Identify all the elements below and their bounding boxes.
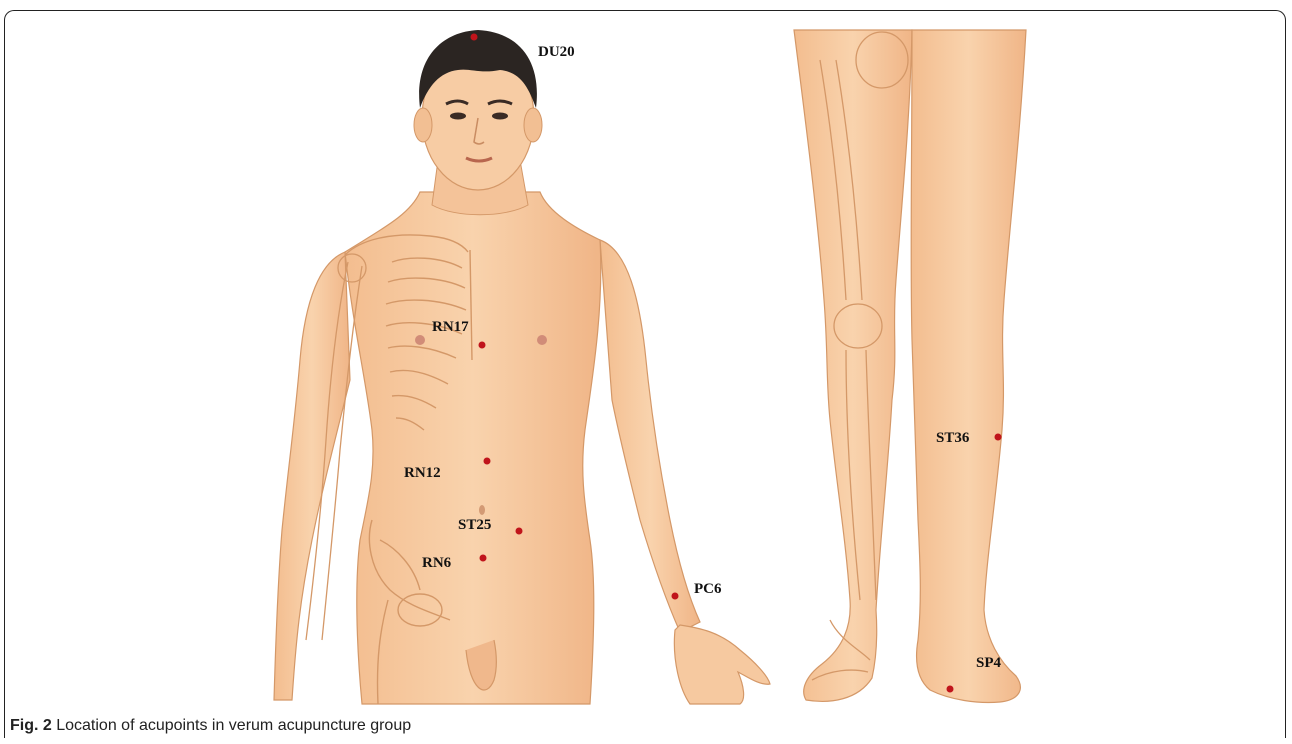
front-body-illustration: [274, 30, 770, 704]
acupoint-label: SP4: [976, 655, 1002, 671]
figure-number: Fig. 2: [10, 717, 52, 734]
acupoint-label: RN6: [422, 555, 452, 571]
caption-text: Location of acupoints in verum acupunctu…: [56, 717, 411, 734]
acupoint-label: ST25: [458, 517, 491, 533]
acupoint-label: RN12: [404, 465, 441, 481]
acupoint-label: DU20: [538, 44, 575, 60]
acupoint-marker: [947, 686, 954, 693]
acupoint-marker: [471, 34, 478, 41]
acupoint-label: ST36: [936, 430, 970, 446]
acupoint-marker: [480, 555, 487, 562]
acupoint-marker: [672, 593, 679, 600]
acupoint-marker: [995, 434, 1002, 441]
acupoint-marker: [479, 342, 486, 349]
figure-caption: Fig. 2 Location of acupoints in verum ac…: [10, 717, 411, 735]
acupoint-marker: [516, 528, 523, 535]
acupoint-marker: [484, 458, 491, 465]
acupoint-label: RN17: [432, 319, 469, 335]
legs-illustration: [794, 30, 1026, 703]
acupoint-label: PC6: [694, 581, 722, 597]
